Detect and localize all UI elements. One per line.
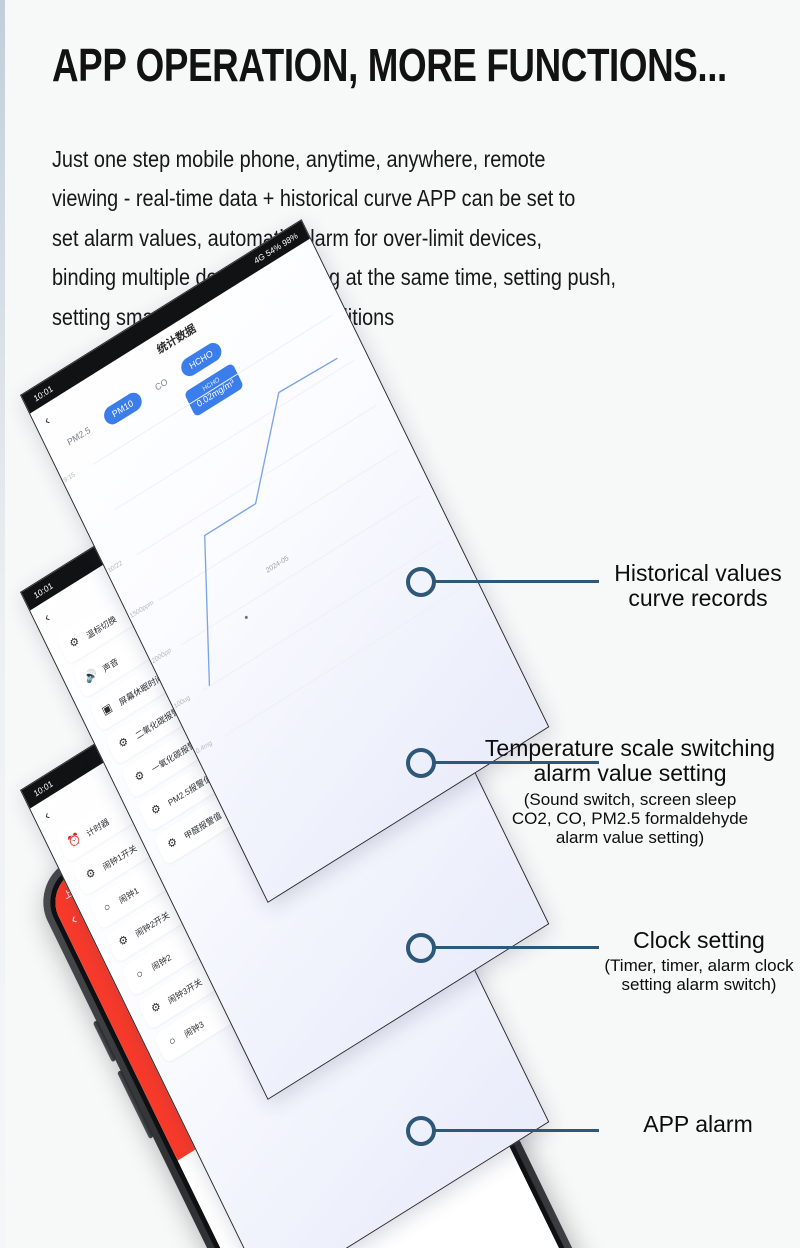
chart-plot-area: 9:15 10/22 1500ppm 2000pp 100ug 0.4mg 20… <box>63 314 465 755</box>
chart-series-path <box>204 357 338 686</box>
clock-icon: ○ <box>167 1034 178 1049</box>
callout-title: Clock setting <box>633 927 765 953</box>
y-tick-label: 100ug <box>172 694 192 711</box>
speaker-icon: 🔊 <box>82 667 100 686</box>
left-edge-gradient-lower <box>0 640 5 1248</box>
callout-marker-temperature[interactable] <box>406 748 436 778</box>
callout-leader-app-alarm <box>434 1129 599 1132</box>
callout-historical-values: Historical values curve records <box>598 560 798 612</box>
gear-icon: ⚙ <box>149 999 164 1016</box>
gear-icon: ⚙ <box>67 634 82 651</box>
y-tick-label: 2000pp <box>150 647 173 666</box>
gear-icon: ⚙ <box>133 768 147 785</box>
gear-icon: ⚙ <box>116 933 131 950</box>
app-bar-spacer <box>292 257 307 267</box>
gear-icon: ⚙ <box>116 735 131 752</box>
callout-title: APP alarm <box>643 1111 753 1137</box>
y-tick-label: 0.4mg <box>194 739 214 756</box>
callout-marker-app-alarm[interactable] <box>406 1116 436 1146</box>
screenshot-card-chart: 10:01 4G 54% 98% ‹ 统计数据 PM2.5 PM10 CO HC… <box>20 219 550 903</box>
callout-sub-2: CO2, CO, PM2.5 formaldehyde <box>511 808 749 828</box>
callout-sub-3: alarm value setting) <box>555 827 705 847</box>
description-line: Just one step mobile phone, anytime, any… <box>52 146 546 172</box>
callout-sub-2: setting alarm switch) <box>621 975 777 995</box>
callout-app-alarm: APP alarm <box>598 1111 798 1137</box>
callout-leader-clock <box>434 946 599 949</box>
timer-icon: ⏰ <box>66 831 84 850</box>
chevron-left-icon[interactable]: ‹ <box>68 910 80 929</box>
description-line: viewing - real-time data + historical cu… <box>52 185 576 212</box>
callout-marker-historical[interactable] <box>406 567 436 597</box>
chip-co[interactable]: CO <box>153 376 170 393</box>
chart-screen: 10:01 4G 54% 98% ‹ 统计数据 PM2.5 PM10 CO HC… <box>21 220 548 902</box>
callout-title: Temperature scale switching <box>484 735 776 761</box>
gear-icon: ⚙ <box>165 835 180 852</box>
clock-icon: ○ <box>101 900 113 915</box>
callout-sub-1: (Sound switch, screen sleep <box>523 789 737 809</box>
clock-icon: ○ <box>134 967 146 982</box>
gear-icon: ⚙ <box>149 801 164 818</box>
y-tick-label: 9:15 <box>62 471 77 485</box>
screen-icon: ▣ <box>100 701 115 718</box>
callout-leader-temperature <box>434 761 599 764</box>
y-tick-label: 1500ppm <box>128 599 155 620</box>
callout-clock-setting: Clock setting (Timer, timer, alarm clock… <box>598 927 800 995</box>
callout-title-2: curve records <box>628 585 768 612</box>
callout-sub-1: (Timer, timer, alarm clock <box>604 956 794 976</box>
callout-marker-clock[interactable] <box>406 933 436 963</box>
callout-title-2: alarm value setting <box>533 760 727 787</box>
callout-title: Historical values <box>614 560 782 586</box>
y-tick-label: 10/22 <box>106 559 124 575</box>
gear-icon: ⚙ <box>84 866 98 883</box>
left-edge-gradient <box>0 0 5 640</box>
callout-temperature-scale: Temperature scale switching alarm value … <box>460 735 800 847</box>
callout-leader-historical <box>434 580 599 583</box>
page-title: APP OPERATION, MORE FUNCTIONS... <box>52 39 727 91</box>
